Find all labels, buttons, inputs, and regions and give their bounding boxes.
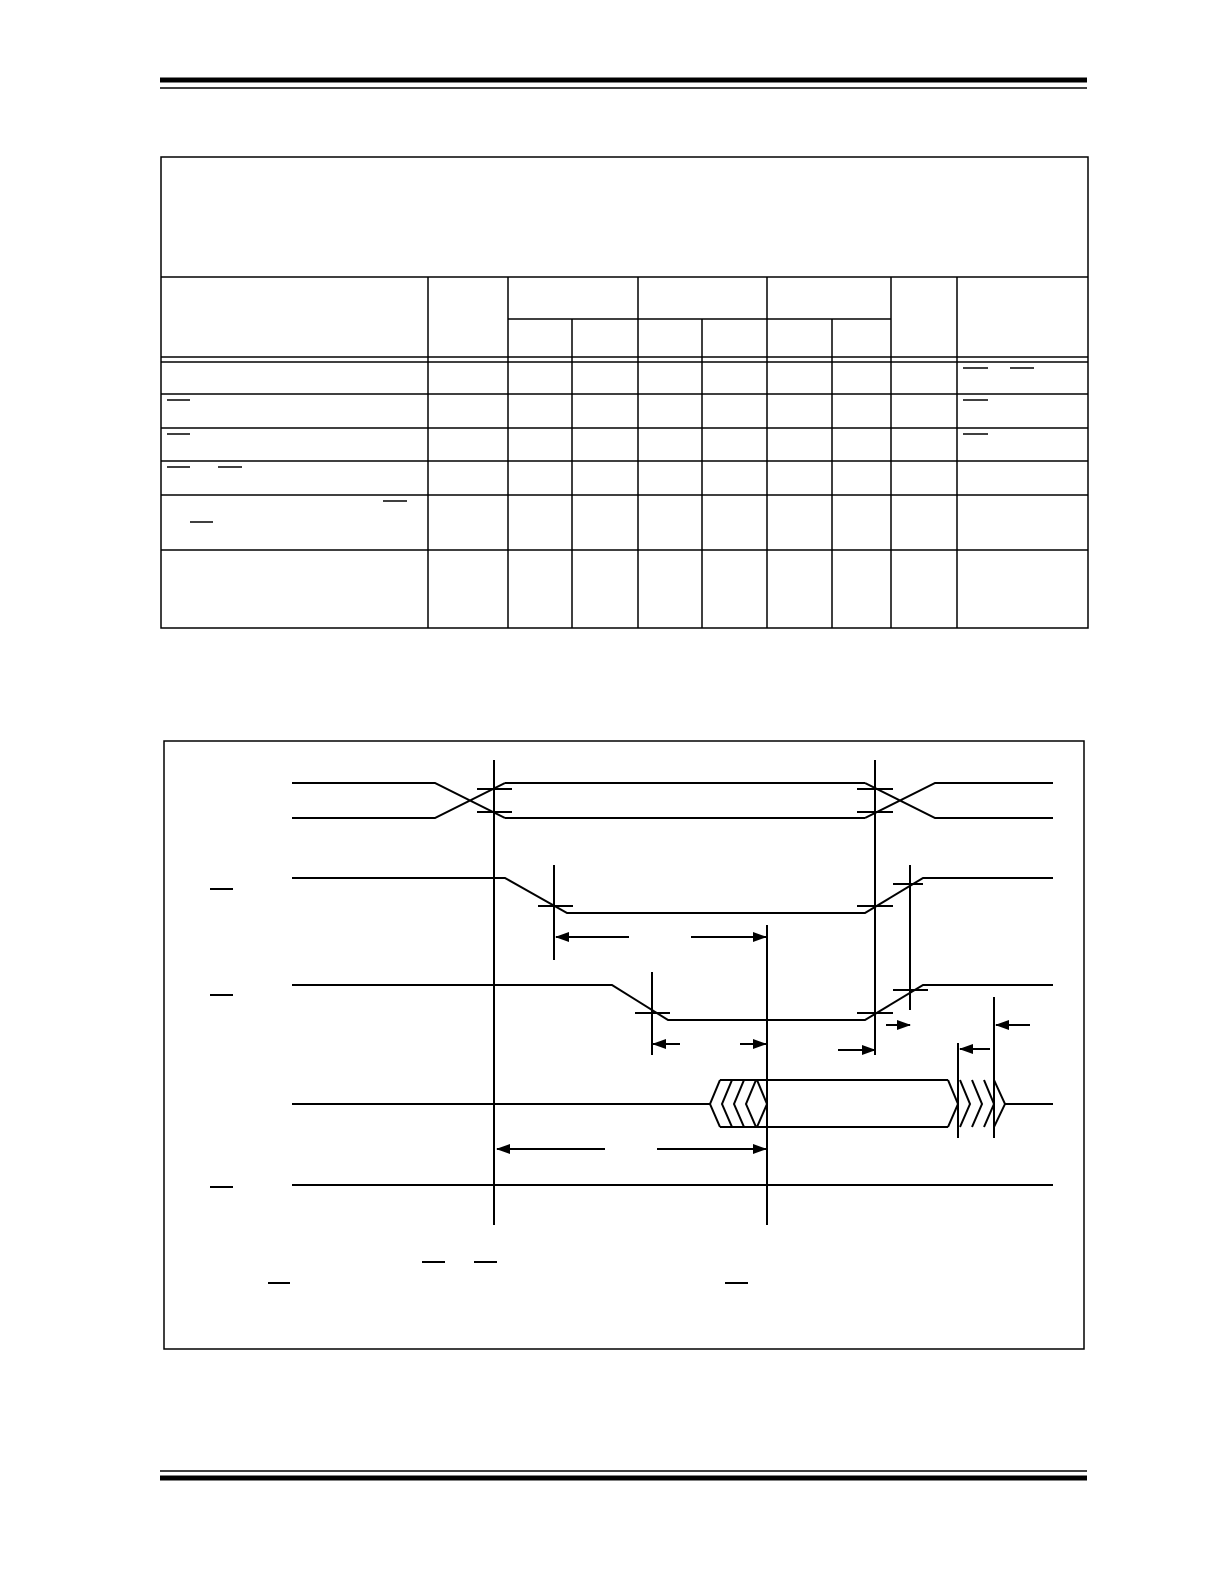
- reference-lines: [493, 760, 995, 1225]
- table-row-dividers: [161, 393, 1088, 551]
- header-rules: [160, 77, 1087, 89]
- chip-enable-waveform: [210, 877, 1053, 914]
- table-column-dividers: [427, 277, 958, 628]
- output-enable-waveform: [210, 984, 1053, 1021]
- footer-rules: [160, 1470, 1087, 1481]
- data-bus-waveform: [292, 1079, 1053, 1128]
- timing-arrows: [496, 932, 1030, 1154]
- write-enable-waveform: [210, 1184, 1053, 1188]
- table-border: [160, 156, 1089, 629]
- diagram-border: [163, 740, 1085, 1350]
- note-overbars: [268, 1261, 748, 1284]
- timing-diagram: [163, 740, 1085, 1350]
- address-bus-waveform: [292, 782, 1053, 819]
- table-overbars: [167, 367, 1034, 523]
- characteristics-table: [160, 156, 1089, 629]
